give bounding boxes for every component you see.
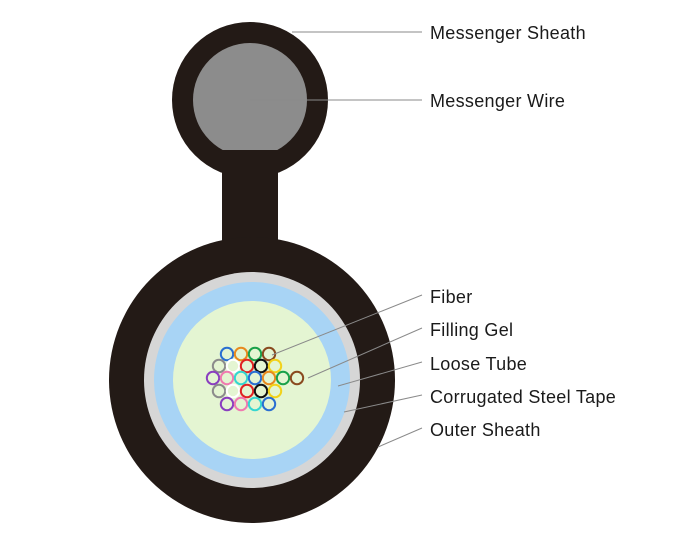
leader-filling-gel (307, 327, 423, 379)
label-fiber: Fiber (430, 287, 473, 307)
fiber-ring (219, 396, 235, 412)
fiber-ring (247, 346, 263, 362)
fiber-ring (267, 383, 283, 399)
fiber-ring (289, 370, 305, 386)
fiber-ring (253, 383, 269, 399)
fiber-bundle (205, 346, 305, 412)
fiber-ring (261, 370, 277, 386)
fiber-ring (275, 370, 291, 386)
fiber-ring (267, 358, 283, 374)
fiber-ring (225, 383, 241, 399)
label-filling-gel: Filling Gel (430, 320, 513, 340)
fiber-ring (233, 346, 249, 362)
fiber-ring (233, 396, 249, 412)
leader-corrugated-steel-tape (343, 394, 423, 413)
leader-fiber (271, 294, 423, 356)
fiber-ring (205, 370, 221, 386)
fiber-ring (225, 358, 241, 374)
fiber-ring (239, 383, 255, 399)
fiber-ring (233, 370, 249, 386)
label-loose-tube: Loose Tube (430, 354, 527, 374)
label-outer-sheath: Outer Sheath (430, 420, 541, 440)
fiber-ring (247, 396, 263, 412)
fiber-ring (219, 346, 235, 362)
fiber-ring (239, 358, 255, 374)
label-messenger-wire: Messenger Wire (430, 91, 565, 111)
fiber-ring (253, 358, 269, 374)
label-messenger-sheath: Messenger Sheath (430, 23, 586, 43)
filling-gel (173, 301, 331, 459)
label-corrugated-steel-tape: Corrugated Steel Tape (430, 387, 616, 407)
fiber-ring (247, 370, 263, 386)
leader-loose-tube (337, 361, 423, 387)
fiber-ring (261, 396, 277, 412)
fiber-ring (211, 358, 227, 374)
leader-outer-sheath (377, 427, 423, 448)
fiber-ring (211, 383, 227, 399)
fiber-ring (219, 370, 235, 386)
